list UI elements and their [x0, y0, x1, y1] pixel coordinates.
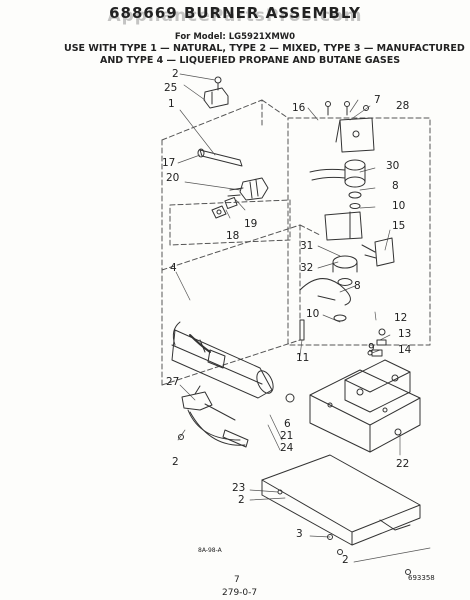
burner-tube-part-4 [171, 321, 274, 399]
callout-12: 12 [394, 312, 408, 324]
gas-valve-body [309, 359, 421, 453]
callout-15: 15 [392, 220, 406, 232]
page-number: 7 [234, 575, 240, 585]
pin-part-11 [299, 319, 305, 341]
fittings-12-13-14-9 [367, 328, 387, 357]
fitting-parts-18-19 [211, 197, 238, 219]
callout-16: 16 [292, 102, 306, 114]
leader-lines [175, 73, 431, 563]
callout-2: 2 [238, 494, 245, 506]
callout-10: 10 [392, 200, 406, 212]
callout-23: 23 [232, 482, 246, 494]
callout-25: 25 [164, 82, 178, 94]
dashed-outline-right [261, 99, 431, 346]
callout-4: 4 [170, 262, 177, 274]
usage-line-1: USE WITH TYPE 1 — NATURAL, TYPE 2 — MIXE… [64, 43, 465, 54]
usage-line-2: AND TYPE 4 — LIQUEFIED PROPANE AND BUTAN… [100, 55, 401, 66]
bracket-part-28 [335, 117, 375, 153]
connector-part-15 [361, 237, 395, 267]
callout-32: 32 [300, 262, 314, 274]
tube-part-17 [197, 148, 243, 167]
callout-13: 13 [398, 328, 412, 340]
model-line: For Model: LG5921XMW0 [174, 32, 296, 42]
callout-18: 18 [226, 230, 240, 242]
callout-2: 2 [342, 554, 349, 566]
callout-31: 31 [300, 240, 314, 252]
callout-8: 8 [354, 280, 361, 292]
date-note: 279-0-7 [222, 588, 258, 598]
valve-part-20 [227, 177, 269, 201]
sensor-part-32 [299, 255, 358, 306]
callout-28: 28 [396, 100, 410, 112]
callout-9: 9 [368, 342, 375, 354]
callout-27: 27 [166, 376, 180, 388]
callout-3: 3 [296, 528, 303, 540]
mounting-bracket-part-23 [261, 454, 421, 546]
callout-14: 14 [398, 344, 412, 356]
callout-17: 17 [162, 157, 176, 169]
diagram-title: 688669 BURNER ASSEMBLY [109, 4, 361, 22]
callout-24: 24 [280, 442, 294, 454]
screws [285, 101, 411, 575]
bracket-part-25 [203, 76, 229, 109]
callout-7: 7 [374, 94, 381, 106]
dashed-outline-left [161, 99, 301, 386]
watermark: AppliancePartsPros.com [107, 6, 363, 26]
igniter-part-27 [178, 385, 249, 448]
callout-30: 30 [386, 160, 400, 172]
coil-part-30 [309, 159, 366, 188]
callout-11: 11 [296, 352, 310, 364]
callout-20: 20 [166, 172, 180, 184]
callout-19: 19 [244, 218, 258, 230]
callout-21: 21 [280, 430, 294, 442]
bracket-part-31 [324, 211, 363, 241]
callout-10: 10 [306, 308, 320, 320]
washer-parts-8-10 [333, 191, 362, 322]
callout-2: 2 [172, 68, 179, 80]
callout-1: 1 [168, 98, 175, 110]
document-number: 693358 [408, 574, 435, 582]
callout-22: 22 [396, 458, 410, 470]
callout-8: 8 [392, 180, 399, 192]
callout-6: 6 [284, 418, 291, 430]
callout-2: 2 [172, 456, 179, 468]
figure-code: 8A-98-A [198, 547, 222, 554]
